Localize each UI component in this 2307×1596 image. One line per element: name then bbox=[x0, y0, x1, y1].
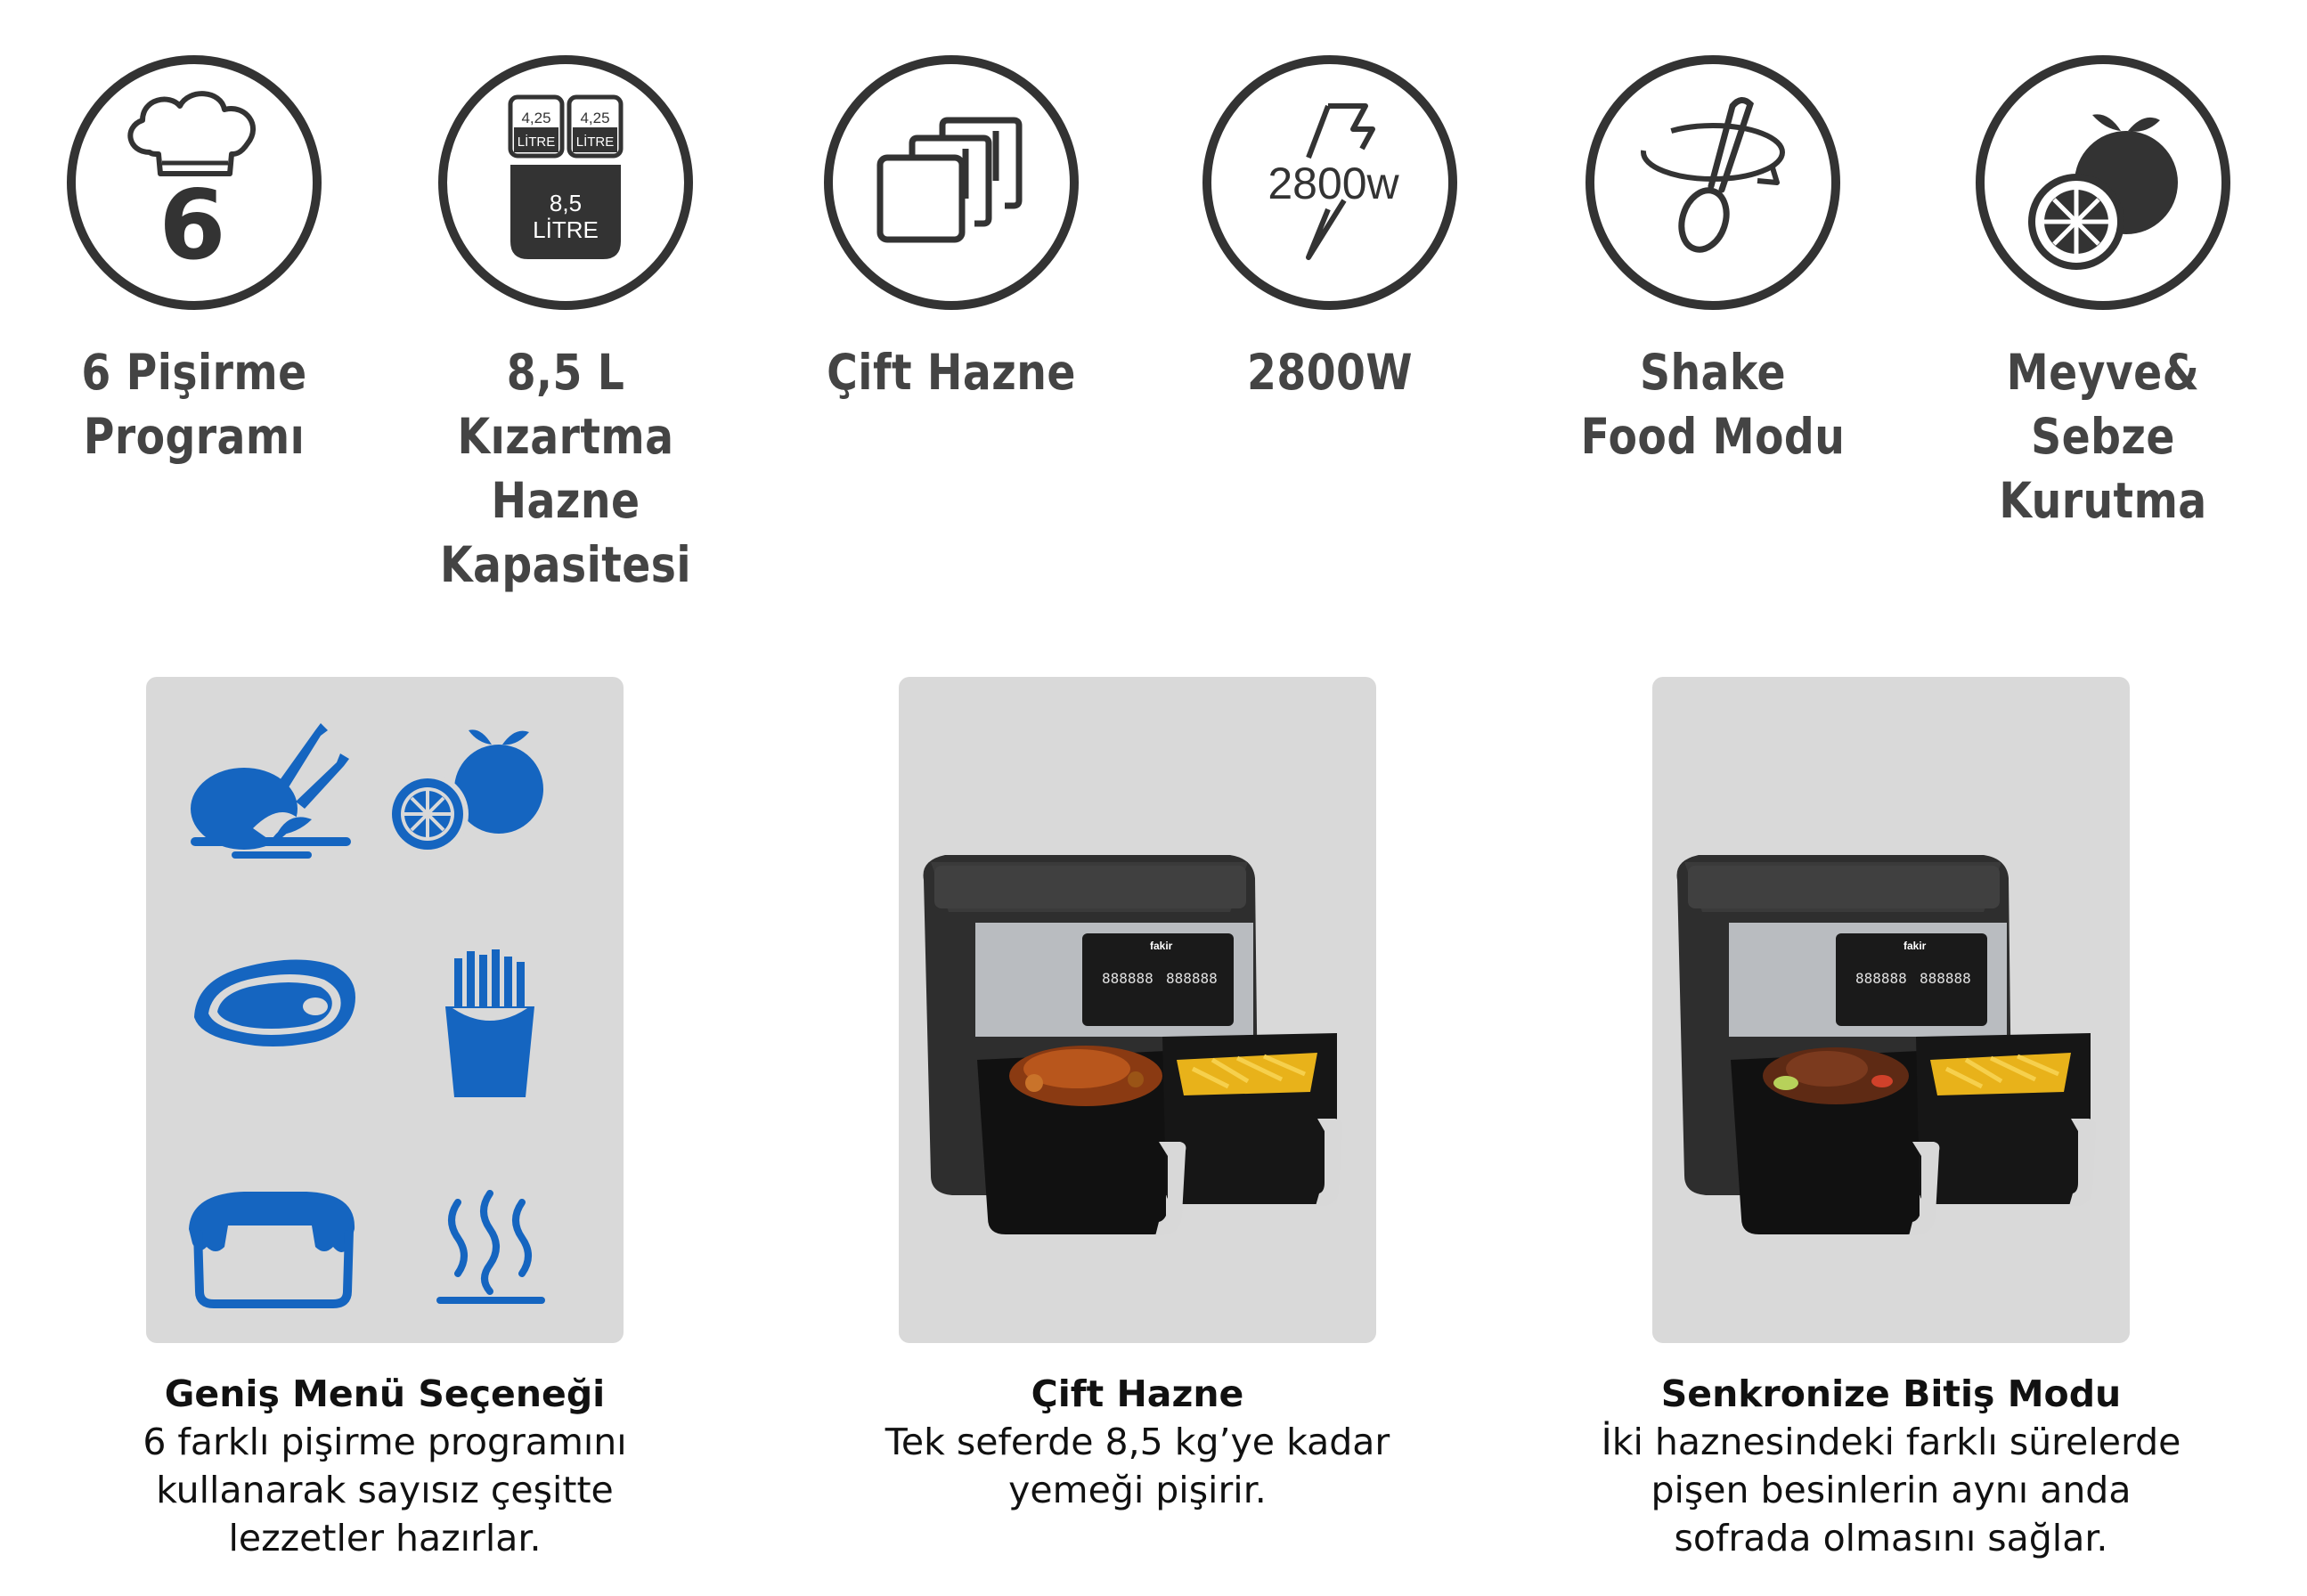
steam-heat-icon bbox=[436, 1190, 545, 1304]
caption-title: Geniş Menü Seçeneği bbox=[164, 1372, 606, 1415]
steak-icon bbox=[194, 959, 355, 1046]
svg-text:888888: 888888 bbox=[1855, 970, 1907, 987]
svg-text:888888: 888888 bbox=[1102, 970, 1154, 987]
feature-drying: Meyve&Sebze Kurutma bbox=[1907, 55, 2299, 533]
svg-text:LİTRE: LİTRE bbox=[518, 134, 556, 150]
svg-text:8,5: 8,5 bbox=[550, 190, 582, 216]
caption-sync-finish: Senkronize Bitiş Modu İki haznesindeki f… bbox=[1579, 1370, 2203, 1562]
sync-finish-panel: fakir 888888 888888 bbox=[1652, 677, 2130, 1343]
svg-text:2800w: 2800w bbox=[1268, 159, 1399, 208]
air-fryer-image: fakir 888888 888888 bbox=[923, 855, 1343, 1236]
fruit-icon bbox=[387, 729, 543, 855]
fruit-icon bbox=[1976, 55, 2230, 310]
roast-chicken-icon bbox=[191, 723, 351, 859]
spoon-stir-icon bbox=[1586, 55, 1840, 310]
feature-capacity: 4,25 LİTRE 4,25 LİTRE 8,5 LİTRE 8,5 L Kı… bbox=[370, 55, 762, 597]
feature-dual-basket: Çift Hazne bbox=[755, 55, 1147, 404]
svg-text:LİTRE: LİTRE bbox=[533, 216, 599, 243]
air-fryer-image: fakir 888888 888888 bbox=[1676, 855, 2097, 1236]
caption-title: Senkronize Bitiş Modu bbox=[1660, 1372, 2122, 1415]
svg-text:4,25: 4,25 bbox=[521, 110, 550, 126]
feature-label: 2800W bbox=[1247, 344, 1413, 401]
lightning-power-icon: 2800w bbox=[1202, 55, 1457, 310]
caption-menu-options: Geniş Menü Seçeneği 6 farklı pişirme pro… bbox=[73, 1370, 697, 1562]
caption-title: Çift Hazne bbox=[1031, 1372, 1244, 1415]
svg-text:LİTRE: LİTRE bbox=[576, 134, 615, 150]
svg-text:6: 6 bbox=[159, 170, 225, 281]
svg-text:fakir: fakir bbox=[1903, 940, 1927, 952]
svg-text:888888: 888888 bbox=[1920, 970, 1971, 987]
svg-text:4,25: 4,25 bbox=[580, 110, 609, 126]
cake-icon bbox=[189, 1192, 355, 1308]
capacity-containers-icon: 4,25 LİTRE 4,25 LİTRE 8,5 LİTRE bbox=[438, 55, 693, 310]
dual-basket-icon bbox=[824, 55, 1079, 310]
menu-options-panel bbox=[146, 677, 624, 1343]
feature-label: Meyve&Sebze Kurutma bbox=[1999, 344, 2207, 529]
dual-basket-panel: fakir 888888 888888 bbox=[899, 677, 1376, 1343]
caption-dual-basket: Çift Hazne Tek seferde 8,5 kg’ye kadar y… bbox=[826, 1370, 1449, 1514]
feature-power: 2800w 2800W bbox=[1134, 55, 1526, 404]
svg-text:888888: 888888 bbox=[1166, 970, 1218, 987]
french-fries-icon bbox=[445, 949, 534, 1097]
feature-label: Çift Hazne bbox=[827, 344, 1076, 401]
svg-text:fakir: fakir bbox=[1150, 940, 1173, 952]
chef-hat-six-icon: 6 bbox=[67, 55, 322, 310]
